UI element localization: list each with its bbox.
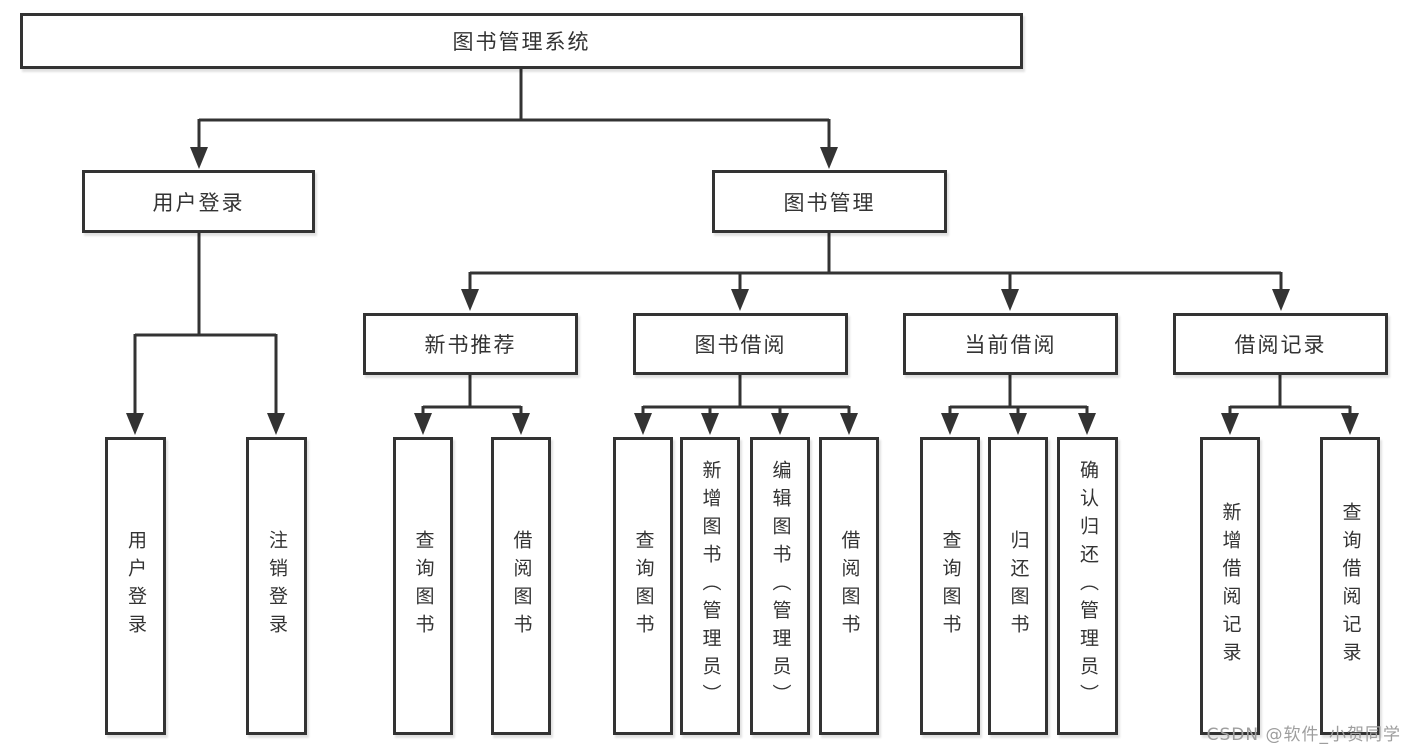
node-library-management-system: 图书管理系统 bbox=[20, 13, 1023, 69]
arrowhead-icon bbox=[1078, 413, 1096, 435]
leaf-borrow-books: 借阅图书 bbox=[819, 437, 879, 735]
node-book-borrow: 图书借阅 bbox=[633, 313, 848, 375]
arrowhead-icon bbox=[190, 147, 208, 169]
edge-user-login-branch bbox=[133, 233, 278, 416]
arrowhead-icon bbox=[1272, 289, 1290, 311]
arrowhead-icon bbox=[731, 289, 749, 311]
node-current-borrow: 当前借阅 bbox=[903, 313, 1118, 375]
node-label: 用户登录 bbox=[152, 190, 245, 215]
node-label: 查询图书 bbox=[939, 530, 962, 642]
edge-book-borrow-branch bbox=[641, 375, 851, 416]
node-label: 借阅图书 bbox=[510, 530, 533, 642]
node-label: 图书管理 bbox=[783, 190, 876, 215]
arrowhead-icon bbox=[414, 413, 432, 435]
node-label: 查询图书 bbox=[632, 530, 655, 642]
arrowhead-icon bbox=[634, 413, 652, 435]
arrowhead-icon bbox=[941, 413, 959, 435]
arrowhead-icon bbox=[267, 413, 285, 435]
node-label: 图书管理系统 bbox=[452, 30, 591, 54]
arrowhead-icons bbox=[126, 147, 1359, 435]
arrowhead-icon bbox=[1009, 413, 1027, 435]
node-label: 用户登录 bbox=[125, 530, 147, 642]
arrowhead-icon bbox=[701, 413, 719, 435]
edge-book-management-branch bbox=[468, 233, 1283, 292]
arrowhead-icon bbox=[771, 413, 789, 435]
arrowhead-icon bbox=[1001, 289, 1019, 311]
arrowhead-icon bbox=[461, 289, 479, 311]
leaf-query-books-current: 查询图书 bbox=[920, 437, 980, 735]
leaf-add-books-admin: 新增图书（管理员） bbox=[680, 437, 740, 735]
arrowhead-icon bbox=[1221, 413, 1239, 435]
leaf-query-borrow-record: 查询借阅记录 bbox=[1320, 437, 1380, 735]
leaf-logout: 注销登录 bbox=[246, 437, 307, 735]
leaf-edit-books-admin: 编辑图书（管理员） bbox=[750, 437, 810, 735]
node-label: 图书借阅 bbox=[694, 333, 787, 357]
watermark: CSDN @软件_小贺同学 bbox=[1206, 725, 1401, 745]
leaf-confirm-return-admin: 确认归还（管理员） bbox=[1057, 437, 1118, 735]
node-new-book-recommend: 新书推荐 bbox=[363, 313, 578, 375]
node-label: 注销登录 bbox=[266, 530, 288, 642]
node-label: 当前借阅 bbox=[964, 333, 1057, 357]
leaf-return-books: 归还图书 bbox=[988, 437, 1048, 735]
node-label: 编辑图书（管理员） bbox=[769, 460, 792, 712]
edge-current-borrow-branch bbox=[948, 375, 1089, 416]
leaf-query-books-recommend: 查询图书 bbox=[393, 437, 453, 735]
edge-root-to-level2 bbox=[197, 69, 831, 150]
leaf-add-borrow-record: 新增借阅记录 bbox=[1200, 437, 1260, 735]
leaf-user-login: 用户登录 bbox=[105, 437, 166, 735]
node-user-login: 用户登录 bbox=[82, 170, 315, 233]
leaf-borrow-books-recommend: 借阅图书 bbox=[491, 437, 551, 735]
edge-new-book-recommend-branch bbox=[421, 375, 523, 416]
node-label: 确认归还（管理员） bbox=[1077, 460, 1099, 712]
arrowhead-icon bbox=[126, 413, 144, 435]
arrowhead-icon bbox=[512, 413, 530, 435]
arrowhead-icon bbox=[820, 147, 838, 169]
connector-lines bbox=[133, 69, 1352, 416]
node-label: 借阅记录 bbox=[1234, 333, 1327, 357]
leaf-query-books-borrow: 查询图书 bbox=[613, 437, 673, 735]
node-label: 归还图书 bbox=[1007, 530, 1030, 642]
node-label: 查询图书 bbox=[412, 530, 435, 642]
arrowhead-icon bbox=[840, 413, 858, 435]
node-borrow-records: 借阅记录 bbox=[1173, 313, 1388, 375]
node-label: 查询借阅记录 bbox=[1339, 502, 1362, 670]
arrowhead-icon bbox=[1341, 413, 1359, 435]
edge-borrow-records-branch bbox=[1228, 375, 1352, 416]
node-label: 借阅图书 bbox=[838, 530, 861, 642]
node-label: 新增图书（管理员） bbox=[699, 460, 722, 712]
node-book-management: 图书管理 bbox=[712, 170, 947, 233]
node-label: 新增借阅记录 bbox=[1219, 502, 1242, 670]
node-label: 新书推荐 bbox=[424, 333, 517, 357]
